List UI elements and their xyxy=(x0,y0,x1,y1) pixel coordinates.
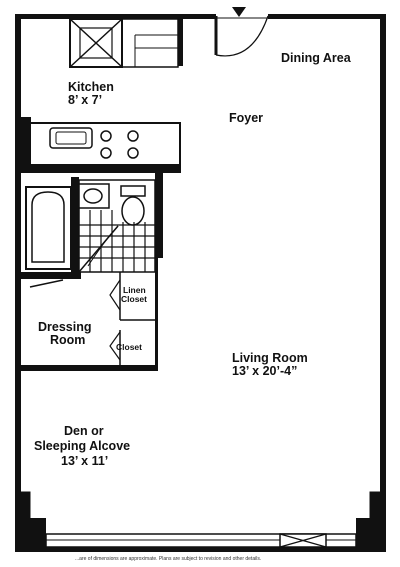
west-wall xyxy=(15,14,21,552)
south-window: ...are of dimensions are approximate. Pl… xyxy=(45,533,357,562)
kitchen-area xyxy=(21,14,183,173)
linen-closet-line1: Linen xyxy=(123,285,146,295)
south-wall xyxy=(15,546,386,552)
bathroom-area xyxy=(25,168,163,273)
kitchen-name: Kitchen xyxy=(68,80,114,94)
closet-name: Closet xyxy=(116,342,142,352)
den-dims: 13’ x 11’ xyxy=(61,454,108,468)
kitchen-dims: 8’ x 7’ xyxy=(68,93,102,107)
southwest-pier-notch xyxy=(20,491,31,519)
entry-door xyxy=(214,7,269,57)
foyer-name: Foyer xyxy=(229,111,263,125)
den-line1: Den or xyxy=(64,424,104,438)
southwest-pier xyxy=(15,518,46,552)
southeast-pier-notch xyxy=(369,491,381,519)
living-dims: 13’ x 20’-4” xyxy=(232,364,297,378)
dressing-line1: Dressing xyxy=(38,320,92,334)
dressing-line2: Room xyxy=(50,333,85,347)
east-wall xyxy=(380,14,386,552)
dining-name: Dining Area xyxy=(281,51,352,65)
den-line2: Sleeping Alcove xyxy=(34,439,130,453)
footer-disclaimer: ...are of dimensions are approximate. Pl… xyxy=(75,556,261,562)
living-name: Living Room xyxy=(232,351,308,365)
entry-arrow-icon xyxy=(232,7,246,17)
linen-closet-line2: Closet xyxy=(121,294,147,304)
dressing-partitions xyxy=(21,258,158,371)
north-wall-right xyxy=(268,14,386,19)
room-labels: Kitchen 8’ x 7’ Foyer Dining Area Linen … xyxy=(34,51,352,468)
north-wall-left xyxy=(15,14,216,19)
outer-walls xyxy=(15,14,386,552)
southeast-pier xyxy=(356,518,386,552)
